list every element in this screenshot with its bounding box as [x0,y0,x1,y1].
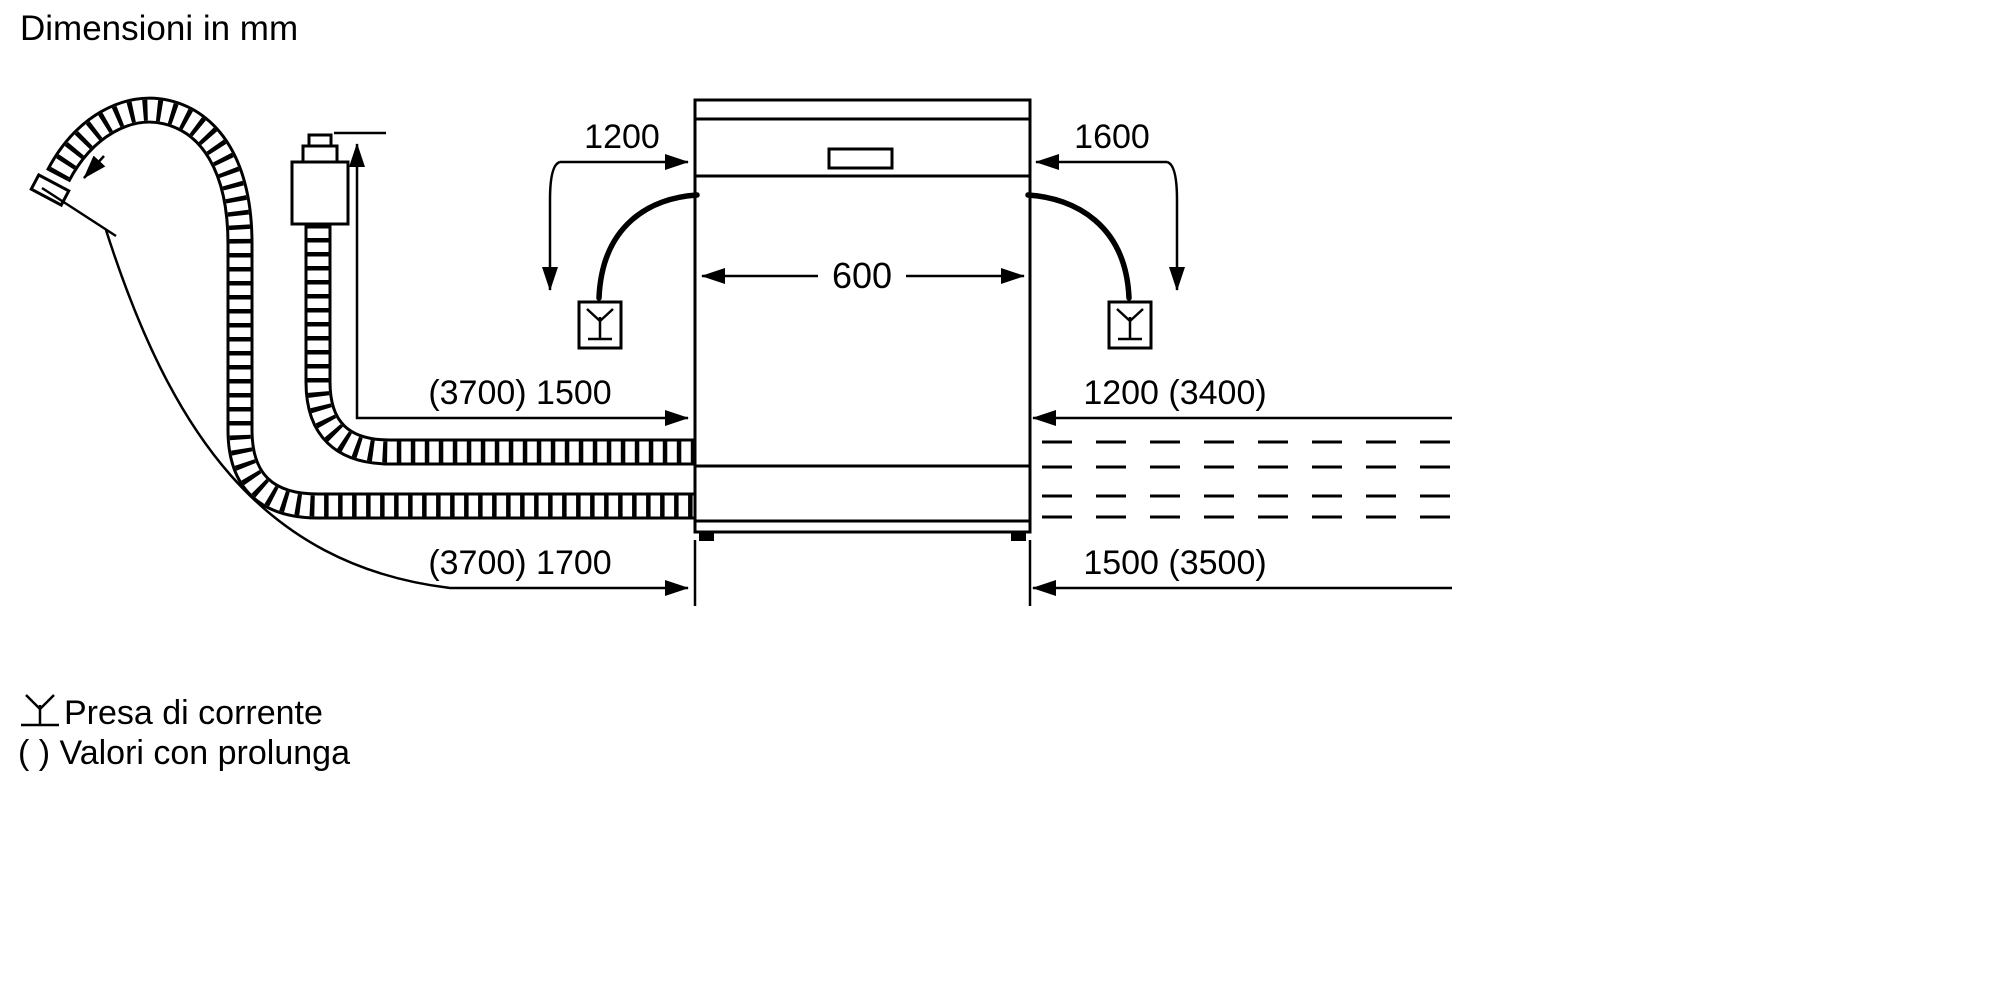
dim-right-bottom: 1500 (3500) [1032,544,1452,596]
dim-power-cord-right-drop [1166,160,1185,291]
dim-power-cord-left-drop [542,160,561,291]
dim-appliance-width: 600 [701,255,1025,296]
power-cord-right [1025,192,1132,301]
legend-extension-label: ( ) Valori con prolunga [18,734,350,772]
dim-drain-label: (3700) 1500 [428,374,611,412]
drain-hose-corrugation [48,99,700,517]
supply-hose [290,133,700,466]
power-socket-legend-icon [21,694,59,727]
drain-hose-end-cap [29,172,71,208]
supply-hose-body [307,224,700,463]
drain-hose [29,96,700,520]
dim-power-cord-right: 1600 [1035,118,1185,291]
page-title: Dimensioni in mm [20,9,298,48]
socket-box-right [1107,300,1153,350]
extended-hose-dashes [1042,440,1452,519]
aquastop-fitting [301,144,339,164]
legend-socket-label: Presa di corrente [64,694,323,732]
door-handle [827,147,894,170]
dim-right-bottom-label: 1500 (3500) [1083,544,1266,582]
dim-drain-hose: (3700) 1500 [334,131,689,426]
dim-width-label: 600 [832,255,892,296]
dim-right-top-label: 1200 (3400) [1083,374,1266,412]
dim-supply-hose-line [104,229,689,596]
legend-socket-glyph [21,694,59,727]
dim-drain-line [349,143,689,426]
dishwasher-outline [693,98,1032,534]
standpipe-line [41,186,117,238]
dim-power-cord-left: 1200 [542,118,689,291]
foot-right [1011,532,1026,541]
power-socket-right-icon [1107,300,1153,350]
legend: Presa di corrente ( ) Valori con prolung… [18,694,350,772]
dim-power-cord-right-label: 1600 [1074,118,1150,156]
aquastop-valve [290,160,350,226]
dim-supply-label: (3700) 1700 [428,544,611,582]
socket-glyph-right [1116,308,1144,341]
dim-right-top: 1200 (3400) [1032,374,1452,426]
dishwasher [693,98,1032,541]
foot-left [699,532,714,541]
drain-direction-arrow [83,155,106,179]
dim-power-cord-left-label: 1200 [584,118,660,156]
power-socket-left-icon [577,300,623,350]
power-cord-left [596,192,700,301]
aquastop-cap [307,133,333,148]
